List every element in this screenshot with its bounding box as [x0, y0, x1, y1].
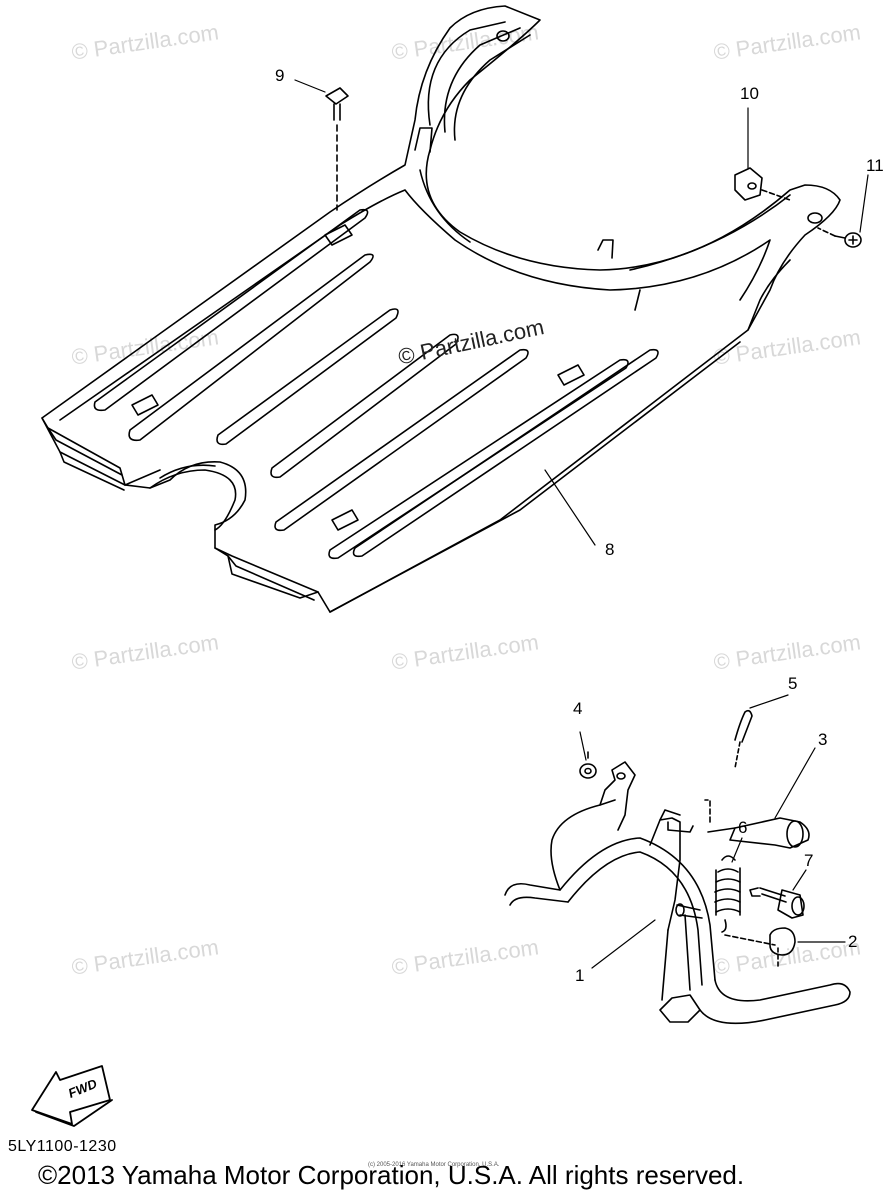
copyright-notice: ©2013 Yamaha Motor Corporation, U.S.A. A…: [38, 1160, 745, 1190]
pivot-pin: [675, 903, 703, 919]
bolt-part-9: [325, 87, 349, 211]
tiny-copyright-note: (c) 2005-2016 Yamaha Motor Corporation, …: [368, 1162, 500, 1168]
screw-part-11: [817, 227, 862, 248]
fwd-arrow-icon: [31, 1065, 113, 1127]
shaft-part-3: [704, 799, 810, 849]
callout-5: 5: [788, 674, 798, 693]
floor-board-part-8: [41, 5, 841, 613]
callout-1: 1: [575, 966, 585, 985]
callout-6: 6: [738, 818, 748, 837]
diagram-code: 5LY1100-1230: [8, 1138, 117, 1155]
leader-lines: [294, 79, 869, 969]
bolt-part-7: [749, 887, 805, 919]
main-stand-part-1: [504, 761, 851, 1025]
callout-2: 2: [848, 932, 858, 951]
callout-11: 11: [866, 156, 884, 175]
callout-10: 10: [740, 84, 759, 103]
callout-7: 7: [804, 851, 814, 870]
washer-part-4: [579, 751, 597, 779]
callout-4: 4: [573, 699, 583, 718]
callout-9: 9: [275, 66, 285, 85]
callout-8: 8: [605, 540, 615, 559]
callout-3: 3: [818, 730, 828, 749]
stopper-part-2: [724, 927, 796, 969]
clip-nut-part-10: [734, 167, 791, 201]
spring-part-6: [714, 855, 741, 933]
cotter-pin-part-5: [734, 709, 753, 769]
